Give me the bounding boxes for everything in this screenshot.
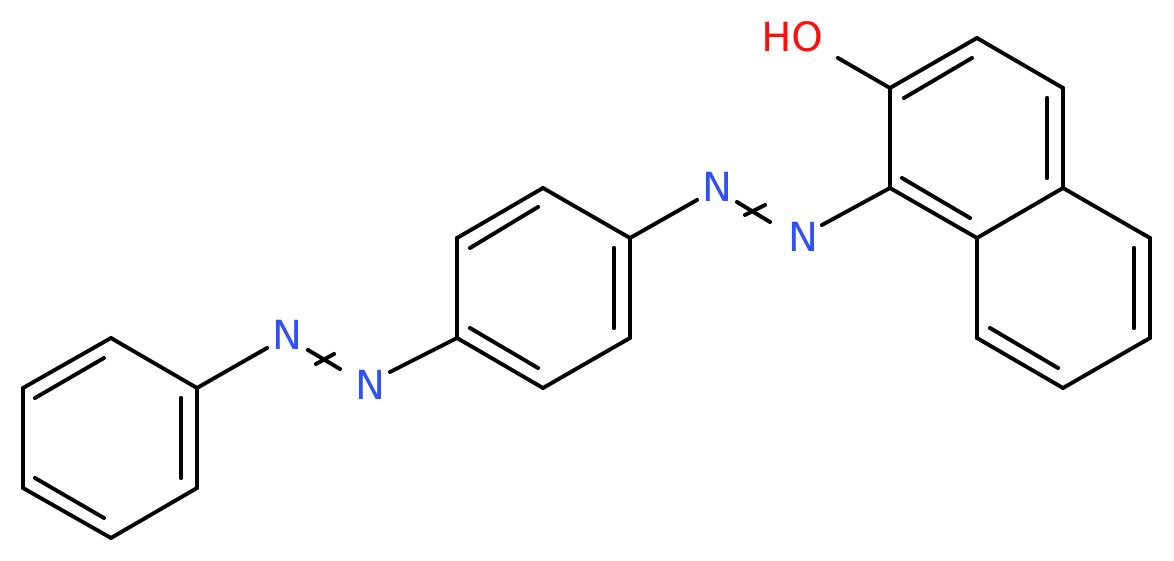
bond bbox=[975, 336, 1065, 390]
bond bbox=[1061, 336, 1152, 390]
bond bbox=[820, 186, 892, 227]
bond bbox=[628, 198, 699, 240]
bond bbox=[455, 186, 545, 240]
azo-bridge-2 bbox=[628, 186, 892, 240]
azo-bridge-1 bbox=[195, 336, 459, 390]
nitrogen-atom-label: N bbox=[355, 363, 385, 409]
bond bbox=[21, 336, 113, 390]
phenyl-ring bbox=[21, 336, 199, 540]
nitrogen-atom-label: N bbox=[788, 215, 818, 261]
bond bbox=[109, 486, 199, 540]
bond-inner bbox=[33, 476, 106, 520]
bond bbox=[195, 346, 269, 390]
nitrogen-atom-label: N bbox=[272, 313, 302, 359]
bond bbox=[743, 203, 767, 217]
bond bbox=[975, 36, 1065, 90]
bond-inner bbox=[33, 356, 106, 400]
nitrogen-atom-label: N bbox=[702, 165, 732, 211]
naphthol-ring bbox=[836, 36, 1152, 390]
bond-inner bbox=[988, 326, 1060, 370]
bond bbox=[109, 336, 199, 390]
bond bbox=[836, 56, 892, 90]
bond-inner bbox=[468, 205, 540, 250]
bond-inner bbox=[902, 56, 974, 100]
bond bbox=[314, 352, 336, 366]
hydroxyl-group-label: HO bbox=[761, 15, 823, 61]
bond bbox=[388, 336, 459, 374]
bond-inner bbox=[900, 176, 972, 220]
central-ring bbox=[455, 186, 632, 390]
bond bbox=[1061, 186, 1152, 240]
bond bbox=[21, 486, 113, 540]
bond bbox=[541, 336, 632, 390]
bond bbox=[888, 36, 979, 90]
bond bbox=[455, 336, 545, 390]
bond bbox=[888, 186, 979, 240]
bond-inner bbox=[468, 326, 540, 370]
bond bbox=[975, 186, 1065, 240]
bond bbox=[541, 186, 632, 240]
